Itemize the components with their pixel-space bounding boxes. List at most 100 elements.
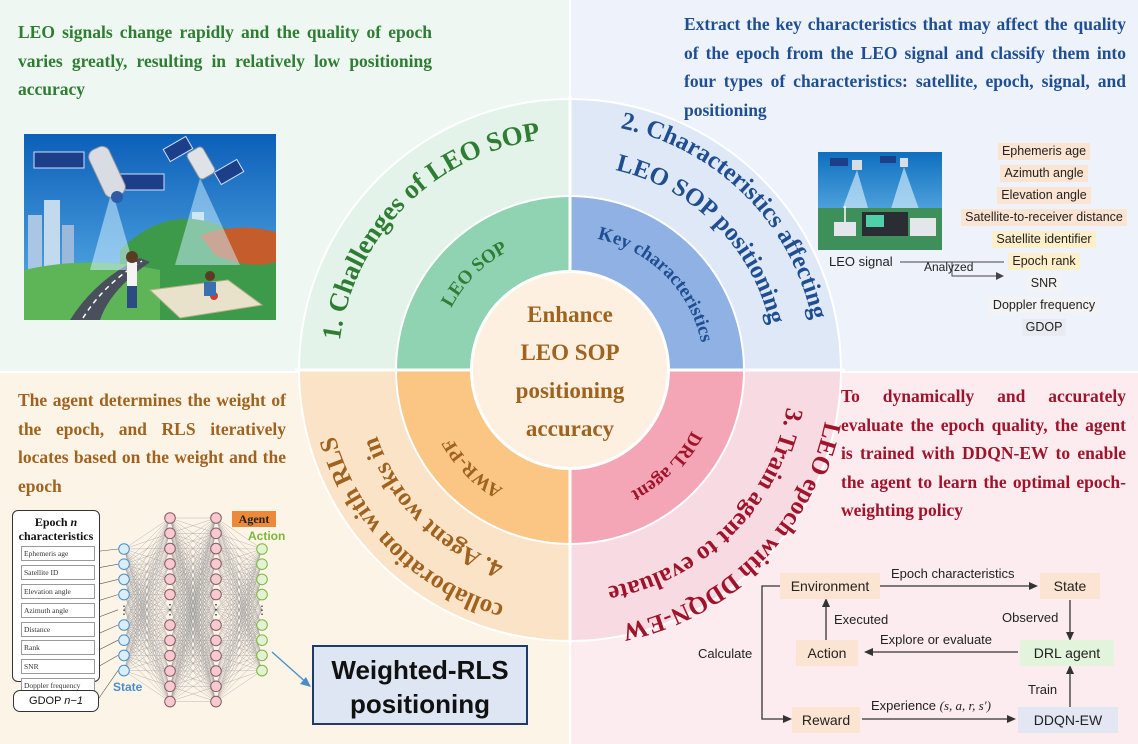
network-node [164,680,176,693]
ellipsis-icon: ⋮ [118,603,130,617]
gdop-label: GDOP [29,695,62,707]
input-feature: Ephemeris age [21,546,95,561]
characteristic-chip: Satellite identifier [992,231,1096,248]
input-feature: Elevation angle [21,583,95,599]
network-node [210,527,222,540]
network-node [256,543,268,555]
input-feature: Azimuth angle [21,602,95,618]
neural-network: ⋮⋮⋮⋮ [91,512,311,708]
panel-title-characteristics: characteristics [18,529,94,543]
network-node [210,558,222,570]
network-node [256,664,268,677]
explore-evaluate-label: Explore or evaluate [880,632,993,647]
reward-box: Reward [792,707,860,733]
characteristic-chip: Epoch rank [1008,253,1080,270]
network-node [164,588,176,601]
characteristic-item: Azimuth angle [960,164,1128,182]
network-node [256,588,268,601]
center-line-3: positioning [516,378,625,403]
characteristic-item: Epoch rank [960,252,1128,270]
characteristic-chip: Ephemeris age [997,143,1091,160]
panel-title-epoch: Epoch [34,515,68,529]
network-node [256,619,268,631]
characteristic-chip: Elevation angle [997,187,1091,204]
characteristic-item: Satellite identifier [960,230,1128,248]
characteristic-item: Ephemeris age [960,142,1128,160]
weighted-rls-line-1: Weighted-RLS [331,655,509,685]
environment-box: Environment [780,573,880,599]
epoch-characteristics-label: Epoch characteristics [891,566,1015,581]
center-line-1: Enhance [527,302,613,327]
network-node [118,619,130,631]
network-node [210,665,222,677]
experience-text: Experience [871,698,937,713]
calculate-label: Calculate [698,646,753,661]
network-node [118,558,130,571]
network-node [118,543,130,555]
characteristic-chip: Azimuth angle [1000,165,1088,182]
experience-label: Experience (s, a, r, s′) [871,698,991,714]
weighted-rls-box: Weighted-RLS positioning [312,645,528,725]
gdop-index: n−1 [64,695,83,707]
network-node [256,558,268,571]
network-node [164,558,176,570]
network-node [210,634,222,647]
ellipsis-icon: ⋮ [163,603,177,618]
network-node [164,695,176,708]
input-feature: SNR [21,659,95,675]
leo-signal-illustration [818,152,942,250]
action-box: Action [796,640,858,666]
train-label: Train [1028,682,1058,697]
network-node [118,634,130,647]
network-node [118,588,130,601]
action-label: Action [248,529,286,543]
network-node [118,649,130,662]
network-node [164,527,176,540]
leo-signal-label: LEO signal [829,254,893,269]
training-description: To dynamically and accurately evaluate t… [841,386,1126,520]
ddqn-ew-box: DDQN-EW [1018,707,1118,733]
network-node [256,573,268,586]
input-feature: Satellite ID [21,564,95,580]
characteristic-chip: GDOP [1021,319,1067,336]
characteristics-description: Extract the key characteristics that may… [684,14,1126,120]
network-node [118,664,130,677]
leo-sop-illustration [24,134,276,320]
network-node [164,619,176,631]
characteristic-chip: SNR [1026,275,1062,292]
center-line-2: LEO SOP [520,340,619,365]
input-feature: Rank [21,640,95,656]
network-node [210,542,222,555]
gdop-box: GDOP n−1 [13,690,99,712]
ellipsis-icon: ⋮ [256,603,268,617]
network-node [210,588,222,601]
panel-title-n: n [70,515,78,529]
characteristic-item: Elevation angle [960,186,1128,204]
network-node [164,665,176,677]
network-node [118,573,130,586]
network-node [164,512,176,524]
agent-badge: Agent [232,511,276,527]
characteristic-chip: Doppler frequency [988,297,1100,314]
executed-label: Executed [834,612,889,627]
network-node [256,649,268,662]
network-node [210,649,222,662]
characteristic-item: Satellite-to-receiver distance [960,208,1128,226]
state-box: State [1040,573,1100,599]
network-node [210,512,222,524]
network-node [164,542,176,555]
network-node [210,619,222,631]
characteristic-item: GDOP [960,318,1128,336]
center-circle [473,273,667,467]
network-node [210,573,222,586]
network-node [210,695,222,708]
characteristic-item: SNR [960,274,1128,292]
network-node [210,680,222,693]
analyzed-label: Analyzed [924,260,974,274]
agent-rls-description: The agent determines the weight of the e… [18,390,286,496]
state-label: State [113,680,143,694]
